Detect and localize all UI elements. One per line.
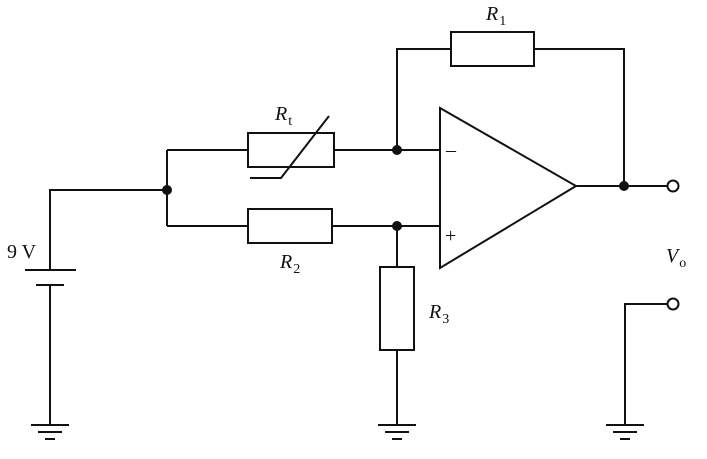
ground-output-icon — [606, 424, 644, 440]
label-vo: Vo — [666, 245, 686, 271]
output-node — [619, 181, 629, 191]
resistor-r3 — [379, 266, 415, 351]
ground-r3-icon — [378, 424, 416, 440]
thermistor-rt — [247, 132, 335, 168]
label-inverting-sign: – — [445, 139, 457, 161]
label-supply-voltage: 9 V — [7, 241, 37, 263]
input-junction-node — [162, 185, 172, 195]
ground-battery-icon — [31, 424, 69, 440]
label-noninverting-sign: + — [445, 225, 456, 247]
label-r3: R3 — [428, 301, 449, 327]
battery-branch — [25, 189, 167, 425]
label-rt: Rt — [274, 103, 292, 129]
resistor-r2 — [247, 208, 333, 244]
output-terminal-top — [666, 179, 680, 193]
resistor-r1 — [450, 31, 535, 67]
label-r1: R1 — [485, 3, 506, 29]
thermistor-slash-icon — [250, 115, 330, 179]
op-amp-triangle — [439, 106, 578, 270]
output-terminal-bottom — [666, 297, 680, 311]
label-r2: R2 — [279, 251, 300, 277]
